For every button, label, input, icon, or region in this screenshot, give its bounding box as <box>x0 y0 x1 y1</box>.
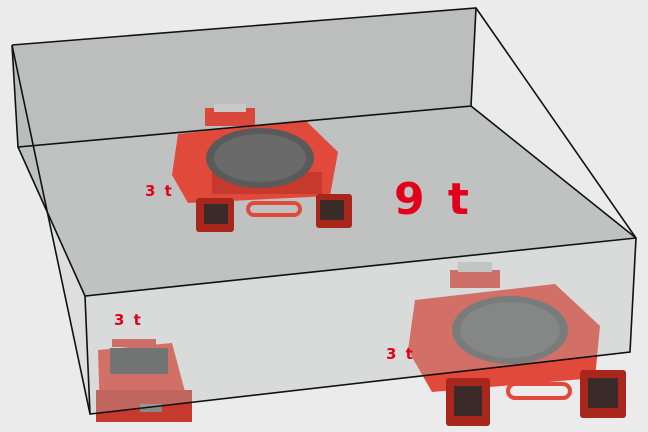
right-skate-capacity-label: 3 t <box>386 347 415 362</box>
left-skate-capacity-label: 3 t <box>114 313 143 328</box>
top-skate-capacity-label: 3 t <box>145 184 174 199</box>
total-capacity-label: 9 t <box>394 178 473 222</box>
